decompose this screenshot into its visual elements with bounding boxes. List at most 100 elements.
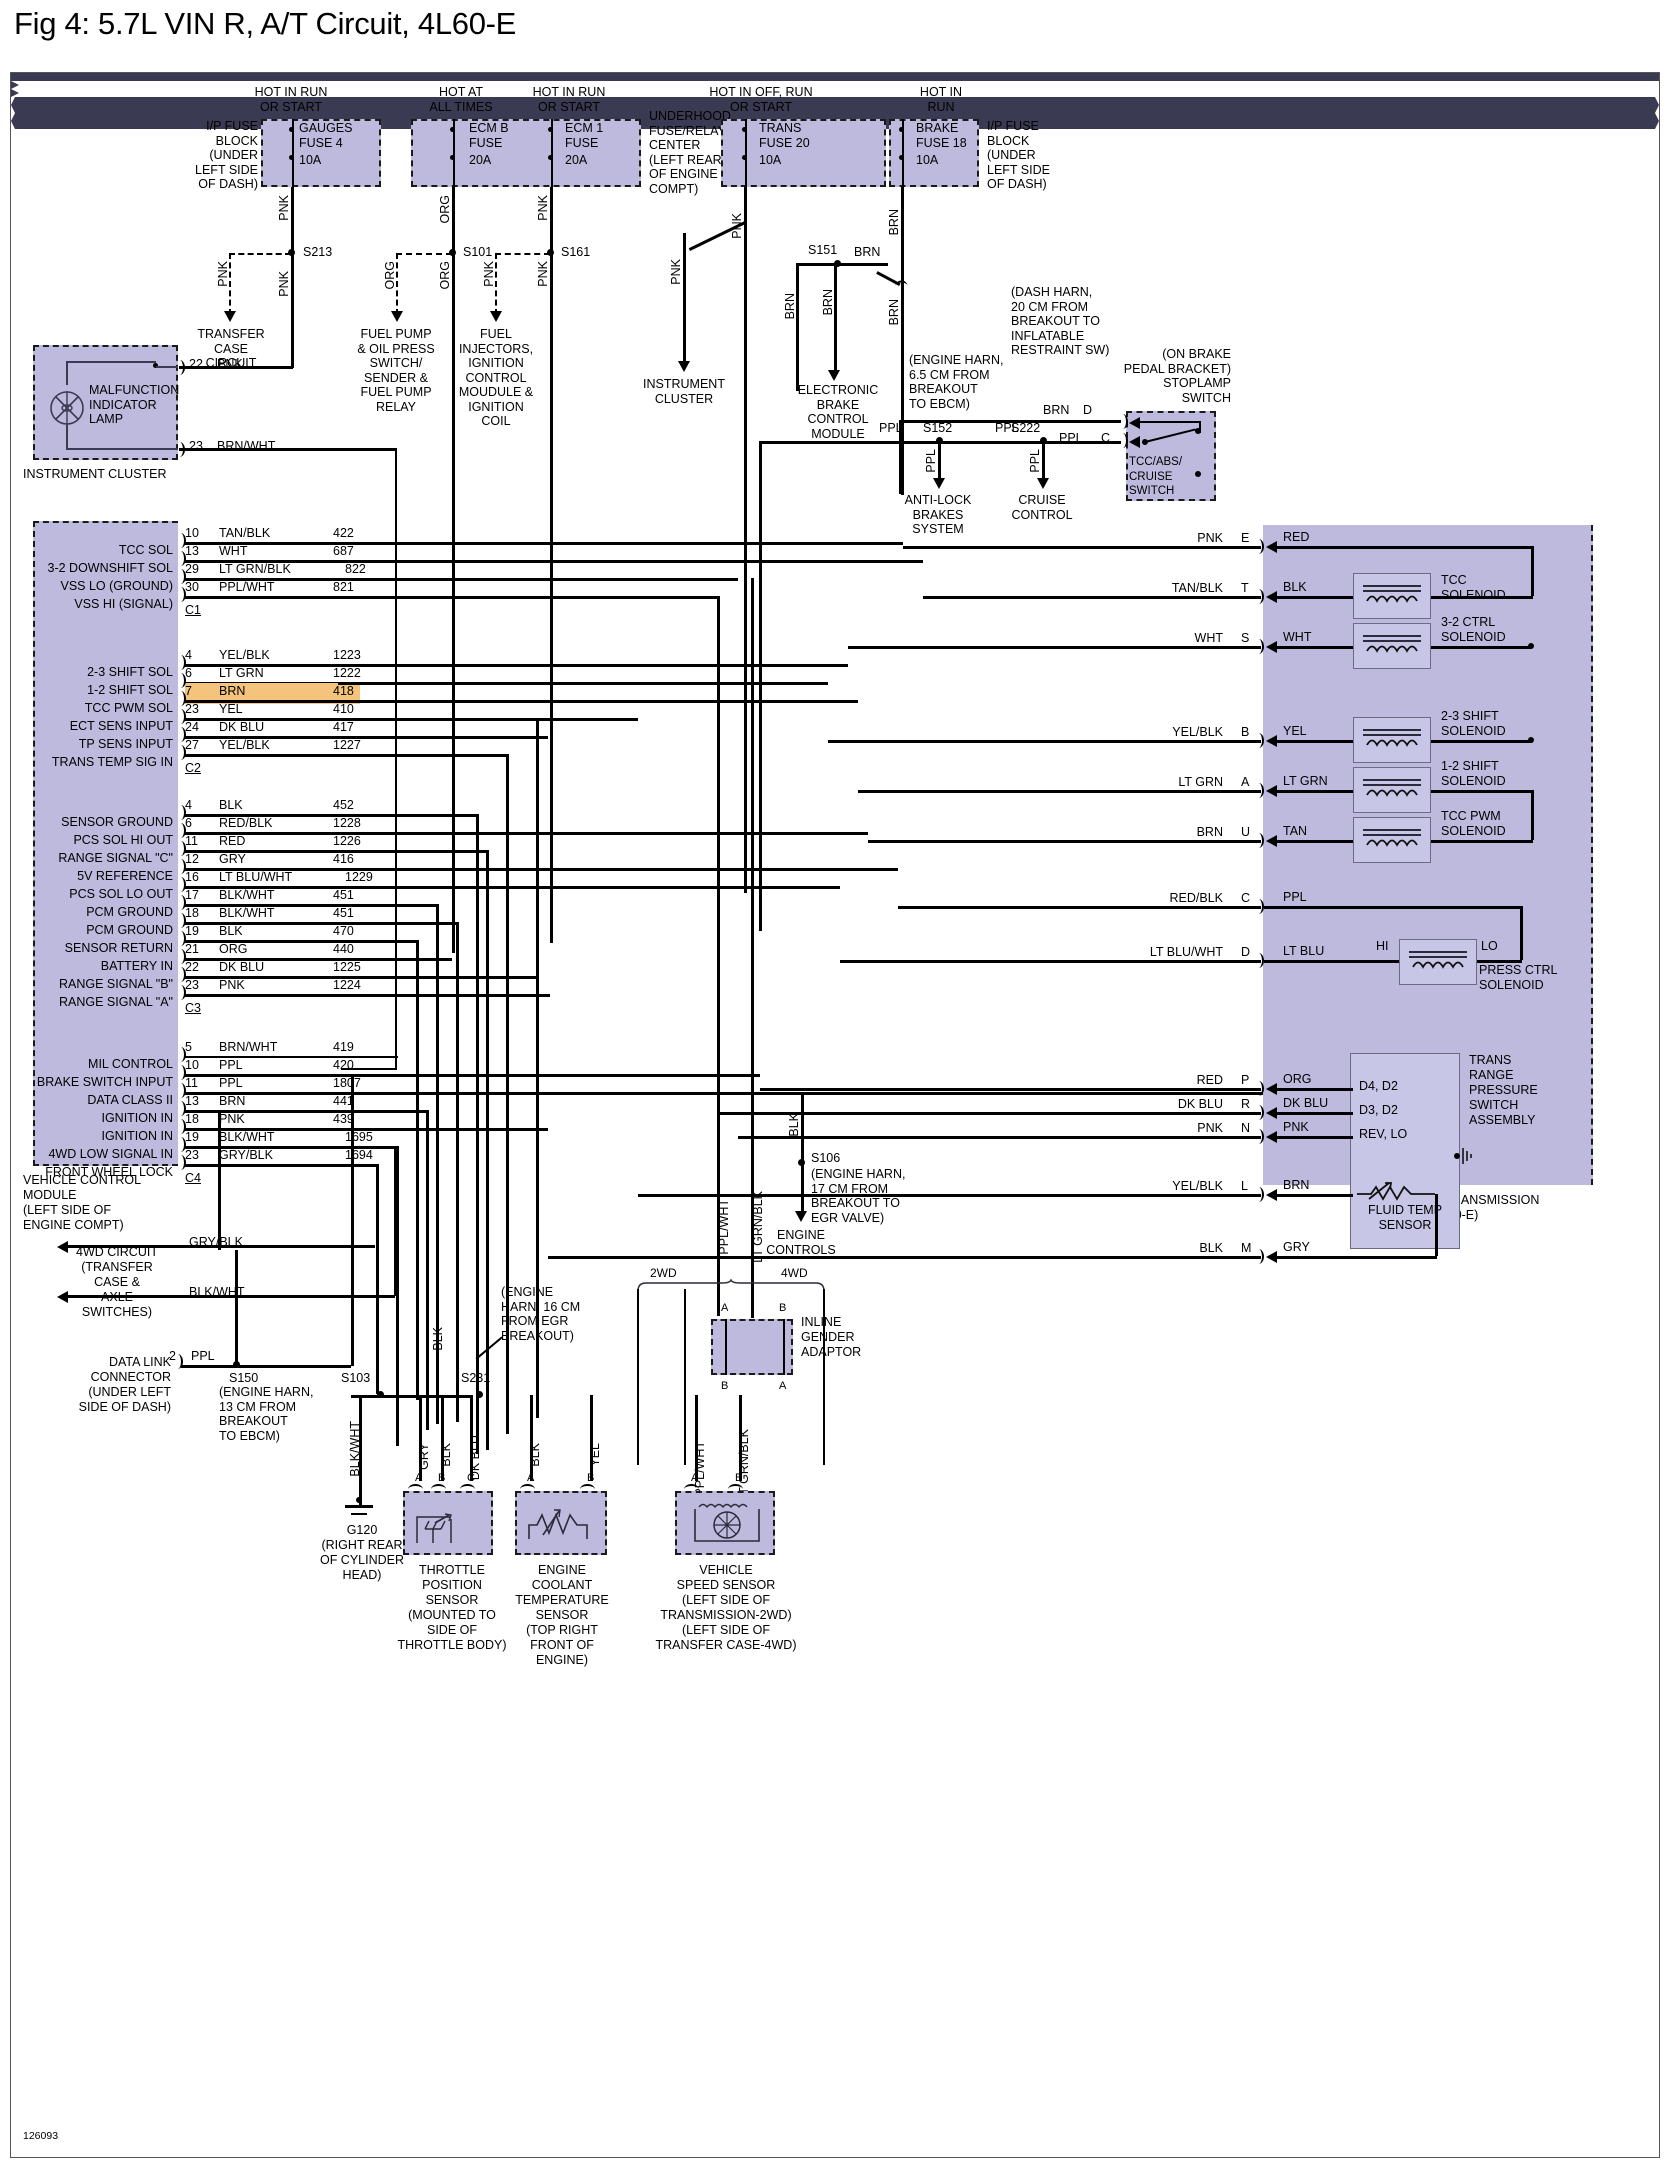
c2-row-5: 27 YEL/BLK 1227 (185, 737, 361, 758)
arrow-transfer-case (224, 311, 236, 322)
trans-int-color-4: LT GRN (1283, 774, 1328, 788)
c3-num-0: 4 (185, 798, 192, 812)
trans-int-wire-11 (1273, 1194, 1353, 1197)
figure-id-code: 126093 (23, 2130, 59, 2142)
trans-int-color-10: PNK (1283, 1120, 1309, 1134)
dest-ebcm: ELECTRONIC BRAKE CONTROL MODULE (797, 383, 879, 441)
instrument-cluster-caption: INSTRUMENT CLUSTER (23, 467, 167, 481)
lamp-arrow-pin22 (11, 81, 1659, 89)
c2-row-2: 7 BRN 418 (185, 683, 360, 704)
trans-arrow-3 (1266, 735, 1277, 747)
c2-func-5: TP SENS INPUT (78, 737, 173, 751)
dest-engine-controls: ENGINE CONTROLS (766, 1228, 836, 1257)
c3-conn-10 (177, 985, 186, 1000)
wire-in-trans-1 (923, 596, 1261, 599)
bus-c3-18 (338, 922, 458, 925)
trans-int-color-7: LT BLU (1283, 944, 1325, 958)
g120-label: G120 (RIGHT REAR OF CYLINDER HEAD) (319, 1523, 405, 1582)
c3-func-7: PCM GROUND (86, 923, 173, 937)
bus-c2-6 (338, 682, 828, 685)
switch-wire-d: BRN (1043, 403, 1070, 417)
splice-s222-dot (1040, 437, 1047, 444)
lamp-arrow-up (11, 73, 1659, 81)
label-ppl-abs: PPL (924, 449, 938, 473)
c2-conn-5 (177, 745, 186, 760)
trans-ext-color-10: PNK (1197, 1121, 1223, 1135)
splice-s231-label: S231 (461, 1371, 491, 1385)
hot-note-trans: HOT IN OFF, RUN OR START (709, 85, 813, 114)
hot-note-brake: HOT IN RUN (919, 85, 963, 114)
c2-num-2: 7 (185, 684, 192, 698)
switch-spare-dot (1195, 471, 1201, 477)
shift23-solenoid-label: 2-3 SHIFT SOLENOID (1441, 709, 1506, 738)
hot-note-ecmb: HOT AT ALL TIMES (429, 85, 493, 114)
pressctrl-coil-squiggle (1409, 957, 1469, 976)
fourwd-circuit-label: 4WD CIRCUIT (TRANSFER CASE & AXLE SWITCH… (76, 1245, 158, 1319)
c1-row-1: 13 WHT 687 (185, 543, 360, 564)
trans-dot-2 (1528, 643, 1534, 649)
wire-dlc-horiz (181, 1365, 351, 1368)
trans-pin-3: B (1241, 725, 1250, 739)
c3-conn-8 (177, 949, 186, 964)
drop-c4-13-brn (218, 1110, 221, 1250)
bus-c1-29 (338, 578, 738, 581)
bus-c3-6 (338, 832, 868, 835)
hot-note-ecm1: HOT IN RUN OR START (532, 85, 606, 114)
ect-box (515, 1491, 607, 1555)
arrow-ebcm (828, 370, 840, 381)
tccpwm-solenoid-coil (1353, 817, 1431, 863)
tps-label: THROTTLE POSITION SENSOR (MOUNTED TO SID… (397, 1563, 507, 1652)
drop-tps-c (470, 1395, 473, 1481)
trans-int-wire-7 (1264, 960, 1522, 963)
drop-c3-18 (456, 922, 459, 1422)
c3-row-5: 17 BLK/WHT 451 (185, 887, 360, 908)
press-ctrl-hi: HI (1376, 939, 1389, 953)
trans-conn-0 (1255, 539, 1264, 554)
wire-dlc-to-c4-10 (351, 1074, 354, 1366)
press-ctrl-lo: LO (1481, 939, 1498, 953)
lamp-node-dot (153, 363, 158, 368)
wire-s101-dashed-left (396, 253, 452, 255)
inline-gender-adaptor-box (711, 1319, 793, 1375)
trans-conn-8 (1255, 1081, 1264, 1096)
ctrl32-solenoid-label: 3-2 CTRL SOLENOID (1441, 615, 1506, 644)
ecmb-fuse-rating: 20A (469, 153, 492, 167)
c4-circuit-2: 1807 (333, 1076, 361, 1090)
c4-conn-4 (177, 1119, 186, 1134)
c4-func-5: IGNITION IN (101, 1129, 173, 1143)
c2-num-0: 4 (185, 648, 192, 662)
tcc-abs-cruise-switch-box (1126, 411, 1216, 501)
splice-s101-label: S101 (463, 245, 493, 259)
c1-circuit-3: 821 (333, 580, 354, 594)
drop-c2-23-yel (536, 718, 539, 1418)
c4-func-1: MIL CONTROL (88, 1057, 173, 1071)
ecmb-fuse-line (453, 119, 455, 187)
c4-conn-3 (177, 1101, 186, 1116)
c1-conn-3 (177, 587, 186, 602)
switch-top-stub (1199, 421, 1201, 433)
trans-dot-3 (1528, 737, 1534, 743)
wire-ltgrnblk-long (751, 578, 754, 1318)
cluster-pin-23-num: 23 (189, 439, 203, 453)
dlc-label: DATA LINK CONNECTOR (UNDER LEFT SIDE OF … (78, 1355, 171, 1414)
adaptor-pin-top-b: B (779, 1302, 787, 1314)
wire-in-trans-4 (858, 790, 1261, 793)
c3-conn-9 (177, 967, 186, 982)
label-pnk-ecm1: PNK (536, 195, 550, 221)
trans-pin-1: T (1241, 581, 1249, 595)
c3-color-8: ORG (219, 942, 248, 956)
trans-int-color-11: BRN (1283, 1178, 1310, 1192)
c4-conn-1 (177, 1065, 186, 1080)
underhood-fuse-center (411, 119, 641, 187)
note-engine-harn-egr17: (ENGINE HARN, 17 CM FROM BREAKOUT TO EGR… (811, 1167, 906, 1225)
c2-conn-0 (177, 655, 186, 670)
c3-func-9: BATTERY IN (100, 959, 173, 973)
ip-fuse-block-right-label: I/P FUSE BLOCK (UNDER LEFT SIDE OF DASH) (987, 119, 1050, 191)
c3-func-6: PCM GROUND (86, 905, 173, 919)
c4-func-3: DATA CLASS II (87, 1093, 173, 1107)
trans-pin-10: N (1241, 1121, 1251, 1135)
trans-range-switch-box (1350, 1053, 1460, 1249)
drop-ect-a (530, 1395, 533, 1481)
vss-pin-b-id: B (735, 1471, 742, 1486)
c2-color-0: YEL/BLK (219, 648, 270, 662)
